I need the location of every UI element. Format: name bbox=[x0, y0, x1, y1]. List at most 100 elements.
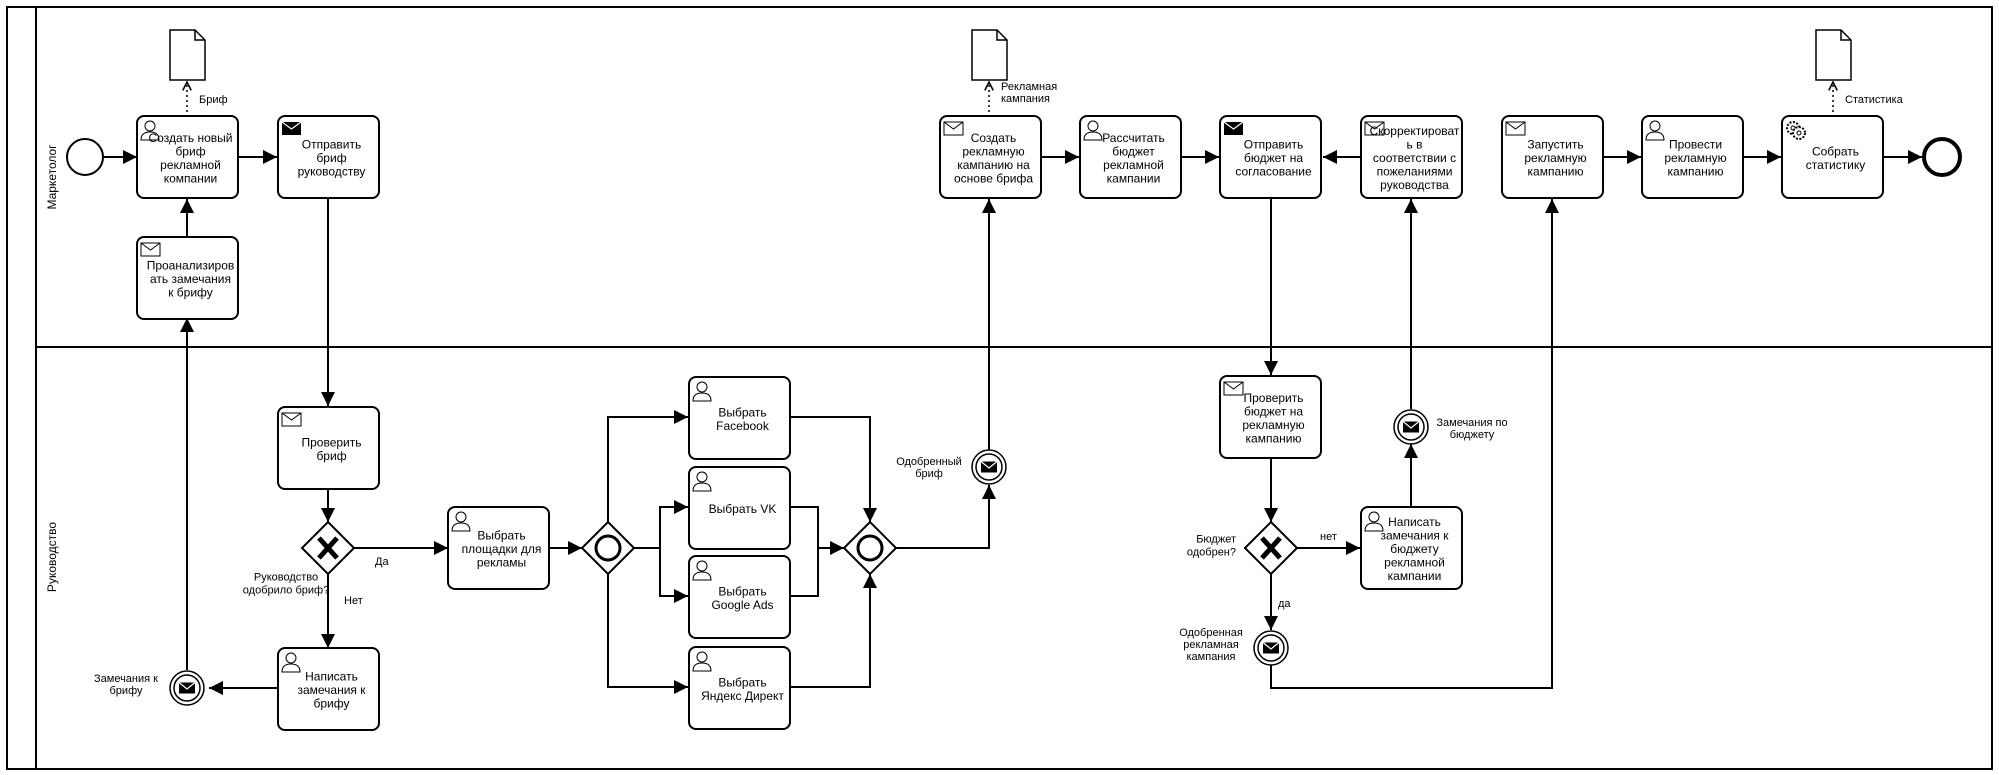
event-label-line: Замечания по bbox=[1436, 417, 1507, 429]
task-label-line: рекламную bbox=[1664, 151, 1726, 165]
data-object-label-line: Статистика bbox=[1845, 94, 1904, 106]
flow-approved-to-launch bbox=[1270, 199, 1559, 689]
task-box bbox=[1079, 115, 1182, 199]
event-label-line: Замечания к bbox=[94, 673, 158, 685]
task-label-line: Google Ads bbox=[711, 598, 773, 612]
send-task-icon bbox=[281, 121, 302, 135]
task-label-line: Отправить bbox=[302, 138, 362, 152]
task-label-line: рекламную bbox=[962, 144, 1024, 158]
user-task-icon bbox=[451, 511, 471, 532]
task-label-line: Создать новый bbox=[149, 131, 233, 145]
task-label-line: Создать bbox=[971, 131, 1017, 145]
lane-label-management: Руководство bbox=[45, 522, 59, 592]
event-label-line: кампания bbox=[1187, 651, 1236, 663]
gateway-gw-split[interactable] bbox=[580, 520, 636, 576]
task-label-line: Проанализиров bbox=[147, 259, 235, 273]
task-label-line: рекламной bbox=[160, 158, 221, 172]
task-box bbox=[1360, 115, 1463, 199]
task-label-line: Facebook bbox=[716, 419, 770, 433]
user-task-icon bbox=[1364, 511, 1384, 532]
task-label-line: бюджет на bbox=[1244, 151, 1303, 165]
flow-label-brief-no: Нет bbox=[344, 595, 363, 607]
task-box bbox=[447, 506, 550, 590]
inclusive-gateway-icon bbox=[842, 520, 898, 576]
flow-vk-to-join bbox=[789, 506, 844, 555]
task-label-line: основе брифа bbox=[954, 171, 1033, 185]
event-label-line: Одобренный bbox=[896, 456, 962, 468]
task-box bbox=[277, 406, 380, 490]
task-box bbox=[939, 115, 1042, 199]
end-event-icon bbox=[1922, 137, 1962, 177]
event-end[interactable] bbox=[1922, 137, 1962, 177]
gateway-gw-join[interactable] bbox=[842, 520, 898, 576]
user-task-icon bbox=[692, 471, 712, 492]
task-label-line: бюджет на bbox=[1244, 404, 1303, 418]
user-task-icon bbox=[1083, 120, 1103, 141]
task-box bbox=[136, 236, 239, 320]
task-box bbox=[688, 555, 791, 639]
task-label-line: Выбрать bbox=[718, 675, 766, 689]
user-task-icon bbox=[281, 652, 301, 673]
task-label-line: компании bbox=[164, 171, 218, 185]
task-label-line: рекламы bbox=[477, 556, 526, 570]
task-label-line: площадки для bbox=[462, 542, 542, 556]
task-label-line: бриф bbox=[175, 144, 205, 158]
task-label-line: статистику bbox=[1806, 158, 1866, 172]
task-box bbox=[688, 466, 791, 550]
flow-fb-to-join bbox=[789, 416, 877, 522]
task-box bbox=[1781, 115, 1884, 199]
flow-split-to-yandex bbox=[607, 574, 688, 694]
task-label-line: рекламной bbox=[1103, 158, 1164, 172]
gateway-label-line: Бюджет bbox=[1196, 534, 1236, 546]
event-start[interactable] bbox=[66, 138, 104, 176]
document-icon bbox=[1815, 29, 1852, 81]
task-label-line: рекламную bbox=[1242, 418, 1304, 432]
gateway-label-line: одобрен? bbox=[1187, 547, 1236, 559]
send-task-icon bbox=[1223, 121, 1244, 135]
task-label-line: руководству bbox=[298, 165, 366, 179]
user-task-icon bbox=[692, 651, 712, 672]
task-label-line: Написать bbox=[1388, 515, 1441, 529]
task-choose-vk[interactable]: Выбрать VK bbox=[688, 466, 791, 550]
task-box bbox=[688, 376, 791, 460]
task-label-line: кампанию bbox=[1246, 431, 1302, 445]
user-task-icon bbox=[1645, 120, 1665, 141]
task-label-line: брифу bbox=[314, 697, 350, 711]
receive-task-icon bbox=[140, 242, 161, 257]
data-object-brief-doc: Бриф bbox=[169, 29, 228, 106]
data-object-label-line: Рекламная bbox=[1001, 81, 1057, 93]
task-label-line: Выбрать bbox=[718, 405, 766, 419]
lane-label-marketer: Маркетолог bbox=[45, 144, 59, 210]
receive-task-icon bbox=[1505, 121, 1526, 136]
user-task-icon bbox=[140, 120, 160, 141]
pool-border bbox=[6, 6, 1993, 770]
data-object-label-line: кампания bbox=[1001, 93, 1050, 105]
task-label-line: Проверить bbox=[1243, 391, 1303, 405]
data-associations bbox=[187, 82, 1833, 117]
